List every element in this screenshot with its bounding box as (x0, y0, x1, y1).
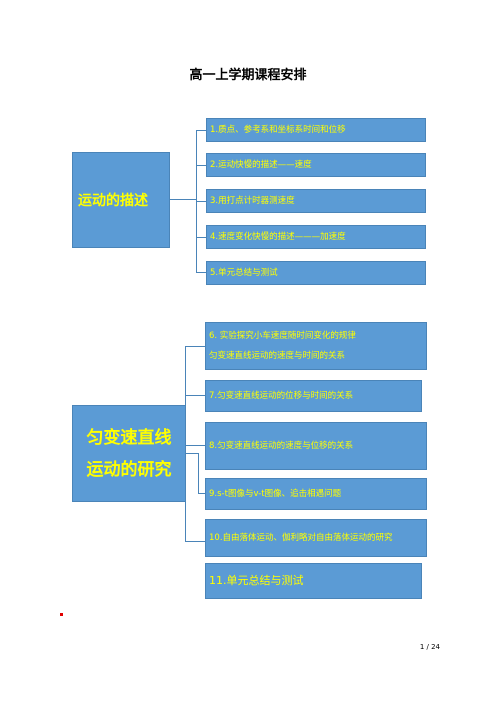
item-label: 11.单元总结与测试 (209, 574, 304, 587)
section1-heading-box: 运动的描述 (72, 152, 170, 248)
connector (185, 445, 205, 446)
section2-item-6: 6. 实验探究小车速度随时间变化的规律 匀变速直线运动的速度与时间的关系 (205, 322, 427, 370)
red-marker (60, 613, 63, 616)
page-title: 高一上学期课程安排 (189, 68, 307, 83)
connector (170, 199, 196, 200)
section1-item-4: 4.速度变化快慢的描述———加速度 (206, 225, 426, 249)
item-label: 5.单元总结与测试 (210, 268, 278, 278)
section1-item-5: 5.单元总结与测试 (206, 261, 426, 285)
section2-item-7: 7.匀变速直线运动的位移与时间的关系 (205, 380, 422, 412)
section2-heading-box: 匀变速直线 运动的研究 (72, 405, 186, 502)
section1-item-3: 3.用打点计时器测速度 (206, 189, 426, 213)
connector (196, 237, 206, 238)
section1-item-1: 1.质点、参考系和坐标系时间和位移 (206, 118, 426, 142)
section1-heading: 运动的描述 (78, 193, 148, 209)
item-label: 4.速度变化快慢的描述———加速度 (210, 232, 346, 242)
item-label: 2.运动快慢的描述——速度 (210, 160, 312, 170)
item-label: 8.匀变速直线运动的速度与位移的关系 (209, 441, 354, 451)
connector (185, 346, 205, 347)
item-label-sub: 匀变速直线运动的速度与时间的关系 (209, 351, 346, 361)
page-number: 1 / 24 (419, 643, 440, 651)
connector (185, 395, 205, 396)
item-label: 1.质点、参考系和坐标系时间和位移 (210, 125, 346, 135)
item-label: 10.自由落体运动、伽利略对自由落体运动的研究 (209, 533, 393, 543)
item-label: 3.用打点计时器测速度 (210, 196, 295, 206)
connector (198, 493, 205, 494)
connector (196, 201, 206, 202)
connector (196, 165, 206, 166)
section1-item-2: 2.运动快慢的描述——速度 (206, 153, 426, 177)
section2-heading-line1: 匀变速直线 (86, 427, 172, 448)
section2-item-10: 10.自由落体运动、伽利略对自由落体运动的研究 (205, 519, 427, 557)
section2-item-9: 9.s-t图像与v-t图像、追击相遇问题 (205, 478, 427, 510)
connector (186, 453, 198, 454)
section2-item-8: 8.匀变速直线运动的速度与位移的关系 (205, 422, 427, 470)
item-label: 7.匀变速直线运动的位移与时间的关系 (209, 391, 354, 401)
connector (185, 541, 205, 542)
connector (185, 346, 186, 542)
item-label: 6. 实验探究小车速度随时间变化的规律 (209, 331, 356, 341)
item-label: 9.s-t图像与v-t图像、追击相遇问题 (209, 489, 342, 499)
section2-heading-line2: 运动的研究 (86, 459, 172, 480)
section2-item-11: 11.单元总结与测试 (205, 563, 422, 599)
connector (196, 272, 206, 273)
connector (196, 130, 206, 131)
connector (198, 453, 199, 493)
